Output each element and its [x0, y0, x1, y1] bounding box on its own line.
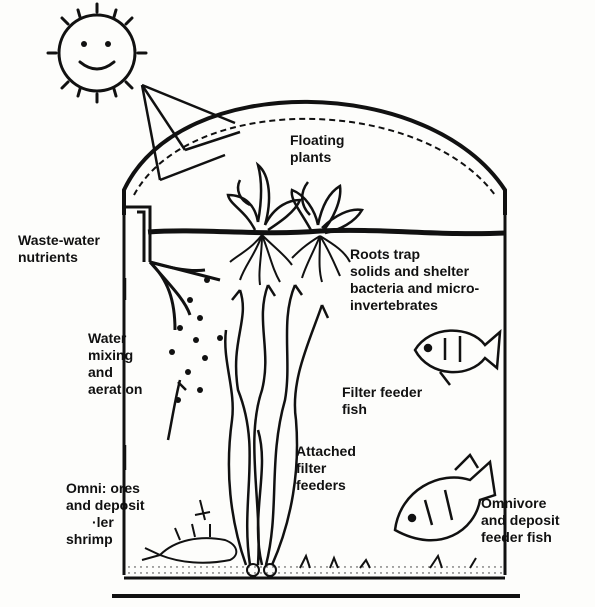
- omnivore-fish-icon: [395, 455, 495, 540]
- label-omnivore-fish: Omnivore and deposit feeder fish: [481, 495, 560, 546]
- submerged-plant-icon: [225, 285, 328, 565]
- inlet-pipe: [124, 207, 220, 330]
- label-omnivore-shrimp: Omni: ores and deposit ·ler shrimp: [66, 480, 145, 548]
- label-waste-water: Waste-water nutrients: [18, 232, 100, 266]
- label-filter-feeder-fish: Filter feeder fish: [342, 384, 422, 418]
- label-water-mixing: Water mixing and aeration: [88, 330, 142, 398]
- label-attached-filter-feeders: Attached filter feeders: [296, 443, 356, 494]
- shrimp-icon: [142, 500, 236, 563]
- sunlight-rays: [142, 85, 240, 180]
- fish-icon: [415, 331, 500, 385]
- sun-icon: [48, 4, 146, 102]
- floating-plant-icon: [228, 165, 362, 233]
- label-roots: Roots trap solids and shelter bacteria a…: [350, 246, 479, 314]
- sediment-layer: [112, 556, 520, 596]
- plant-roots: [230, 235, 350, 285]
- aeration-bubbles: [169, 277, 223, 403]
- label-floating-plants: Floating plants: [290, 132, 344, 166]
